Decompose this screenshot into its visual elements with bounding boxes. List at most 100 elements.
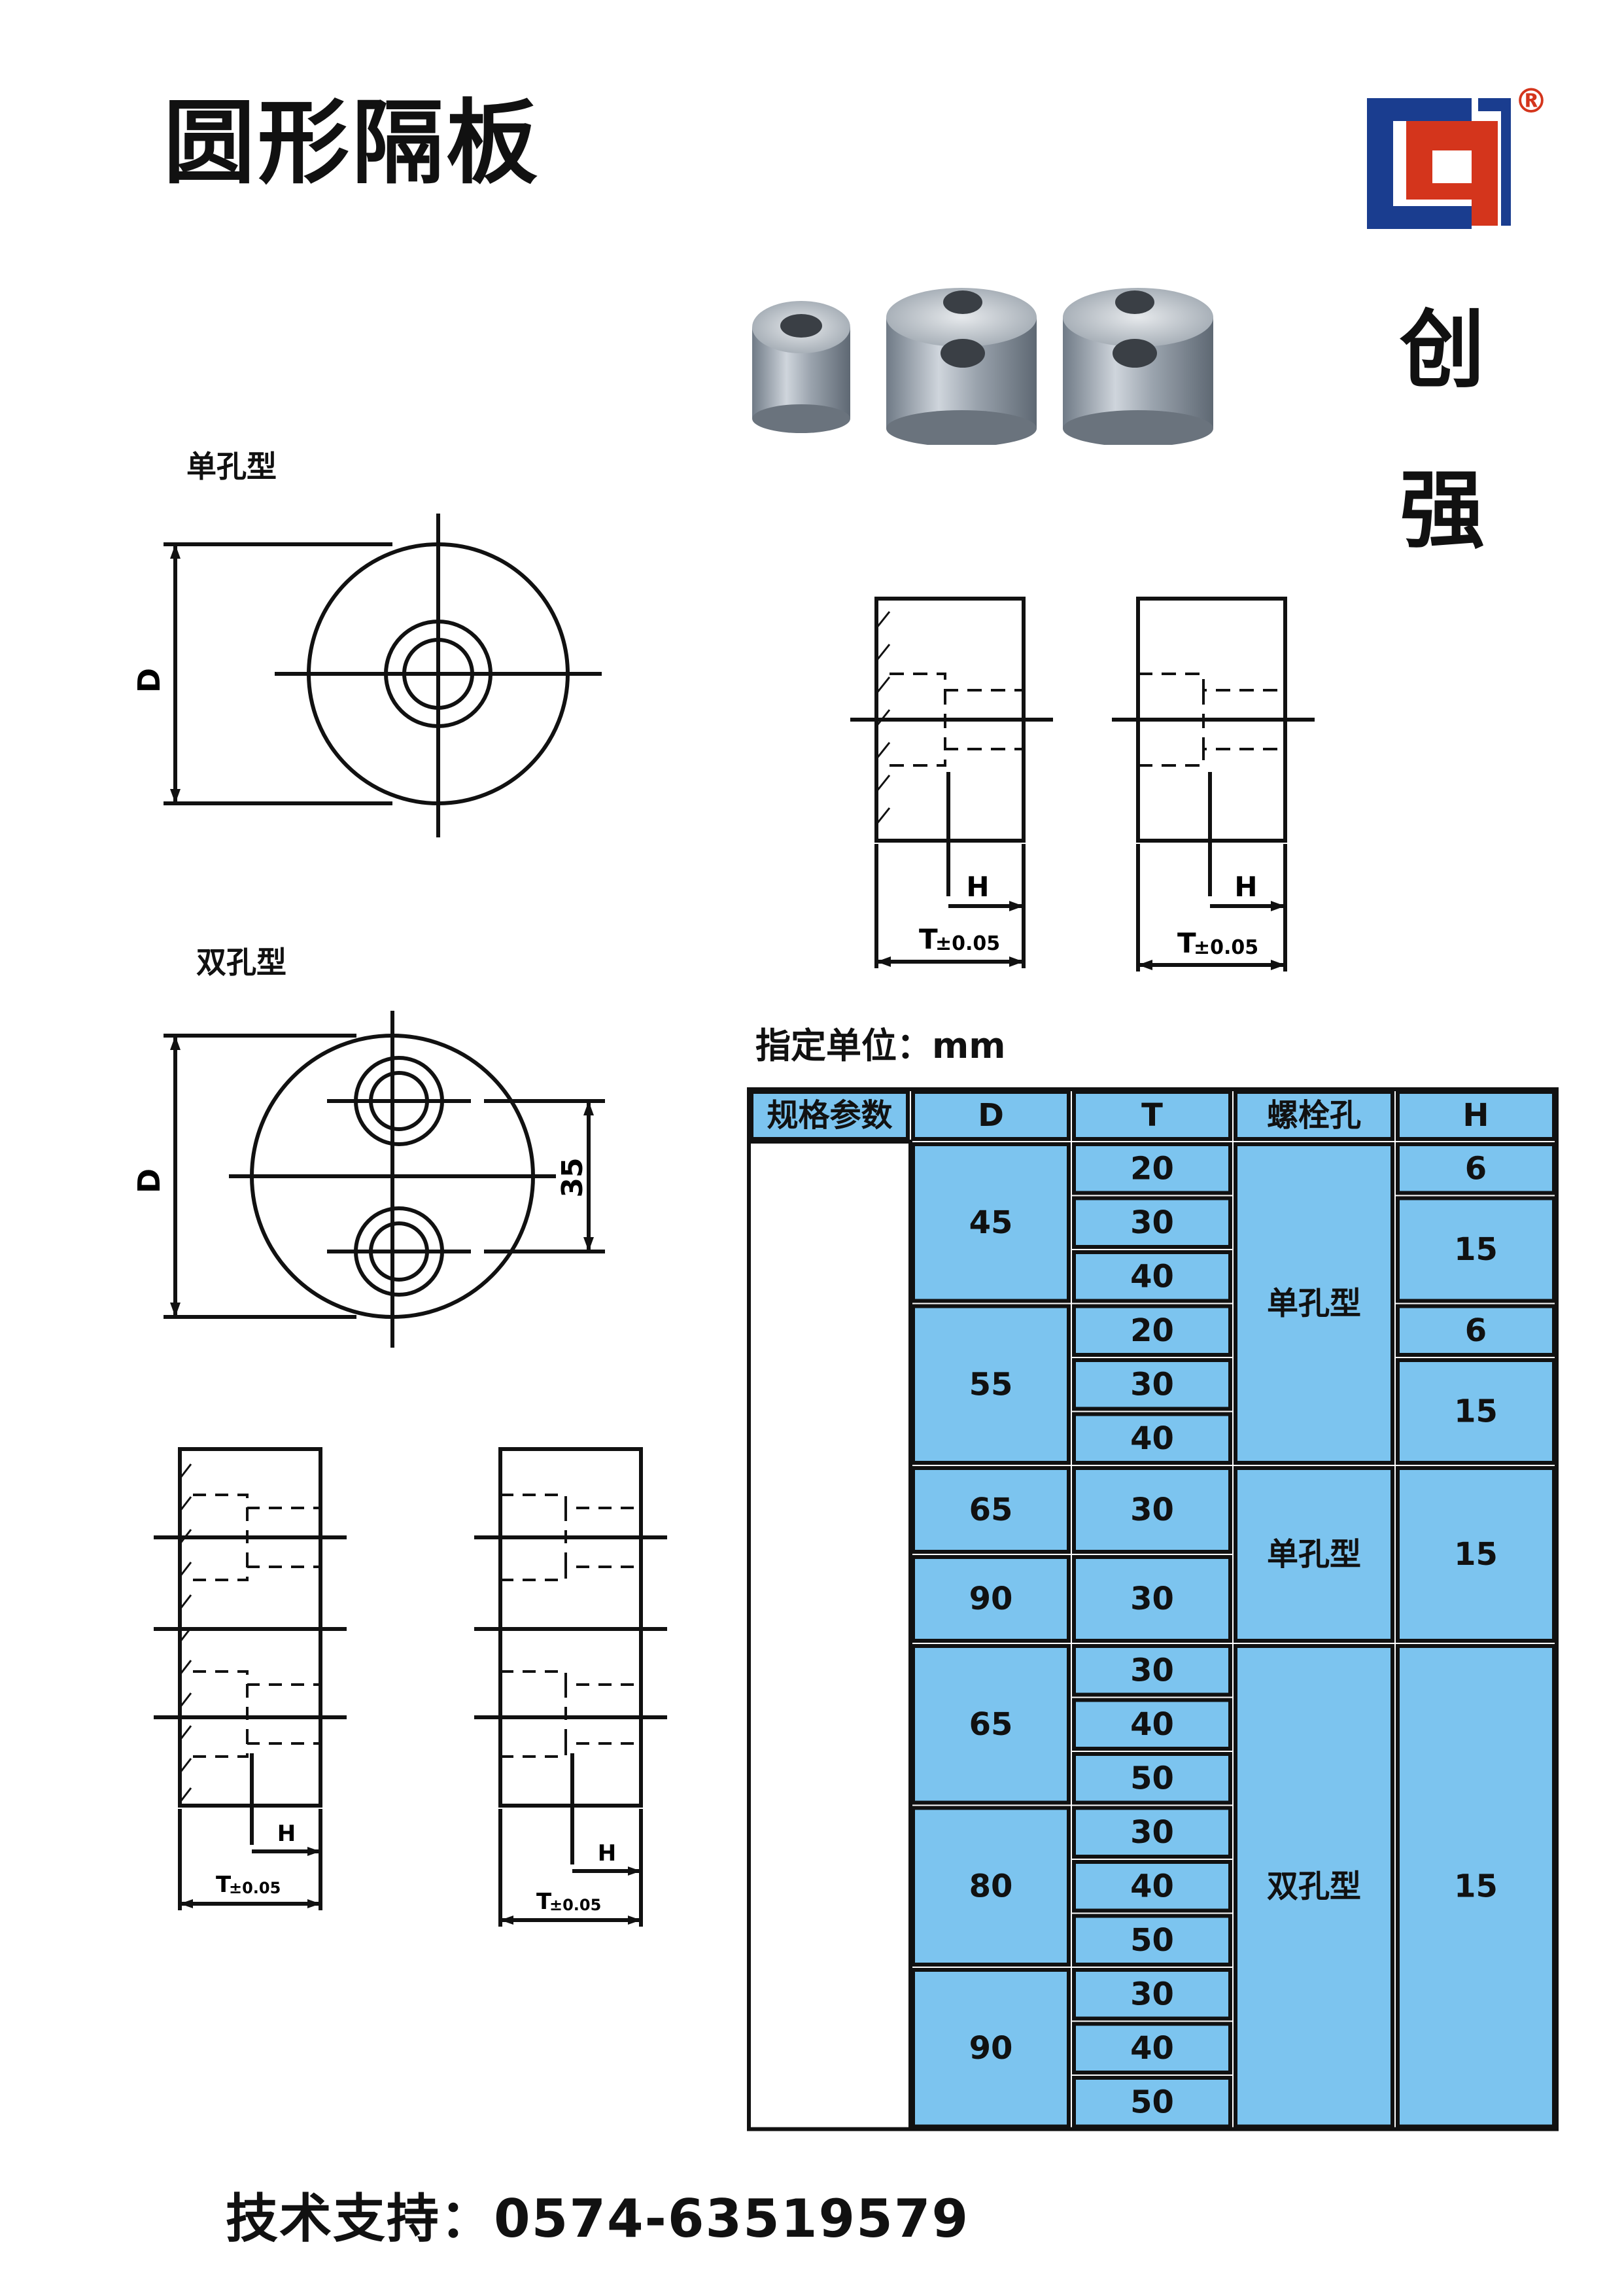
- table-header-text: 规格参数: [767, 1097, 892, 1134]
- table-cell-T-text: 50: [1130, 2084, 1174, 2120]
- table-cell-T-text: 30: [1130, 1204, 1174, 1241]
- dim-H-label-3: H: [277, 1821, 296, 1847]
- dim-T-label: T: [919, 923, 938, 955]
- table-cell-H: [1396, 1466, 1556, 1643]
- table-cell-T-text: 20: [1130, 1312, 1174, 1349]
- table-cell-D: [911, 1304, 1071, 1465]
- product-photo: [739, 288, 1236, 447]
- table-cell-T: [1072, 2022, 1232, 2074]
- table-cell-T-text: 40: [1130, 1420, 1174, 1457]
- table-cell-D: [911, 1644, 1071, 1805]
- table-cell-H-text: 15: [1454, 1231, 1498, 1268]
- table-cell-T: [1072, 1806, 1232, 1859]
- table-header-text: D: [978, 1097, 1004, 1134]
- table-cell-T: [1072, 1250, 1232, 1303]
- table-cell-D: [911, 1968, 1071, 2129]
- table-cell-T: [1072, 1860, 1232, 1913]
- table-header-cell: [911, 1090, 1071, 1141]
- dim-T-tol: ±0.05: [935, 932, 1000, 955]
- dim-T-tol-3: ±0.05: [229, 1879, 281, 1897]
- table-cell-T: [1072, 1752, 1232, 1805]
- table-header-text: 螺栓孔: [1267, 1097, 1361, 1134]
- table-cell-D-text: 65: [969, 1706, 1013, 1743]
- table-cell-H: [1396, 1196, 1556, 1303]
- table-cell-D: [911, 1555, 1071, 1643]
- table-cell-hole-text: 双孔型: [1267, 1868, 1361, 1904]
- brand-char-1: 创: [1400, 300, 1485, 400]
- table-cell-T: [1072, 1196, 1232, 1249]
- table-cell-D-text: 90: [969, 1581, 1013, 1617]
- table-cell-T: [1072, 1698, 1232, 1751]
- table-cell-T-text: 40: [1130, 1868, 1174, 1904]
- footer-contact: 技术支持：0574-63519579: [226, 2188, 970, 2249]
- brand-logo: [1360, 85, 1557, 242]
- table-cell-hole: [1234, 1466, 1394, 1643]
- table-cell-T-text: 30: [1130, 1366, 1174, 1403]
- table-header-cell: [1234, 1090, 1394, 1141]
- single-hole-label: 单孔型: [186, 449, 277, 484]
- table-cell-H-text: 6: [1465, 1312, 1487, 1349]
- table-header-text: H: [1462, 1097, 1489, 1134]
- double-hole-side-views: H T ±0.05 H T ±0.05: [144, 1439, 706, 1936]
- unit-label: 指定单位：mm: [755, 1025, 1006, 1066]
- table-cell-T: [1072, 1304, 1232, 1357]
- dim-H-label-2: H: [1234, 871, 1257, 903]
- table-cell-D-text: 55: [969, 1366, 1013, 1403]
- single-hole-side-views: H T ±0.05 H T ±0.05: [837, 589, 1334, 994]
- table-cell-T: [1072, 1466, 1232, 1554]
- table-cell-hole: [1234, 1142, 1394, 1465]
- table-header-cell: [1072, 1090, 1232, 1141]
- brand-char-2: 强: [1400, 461, 1485, 560]
- single-hole-top-view: D: [131, 504, 628, 857]
- dim-H-label: H: [966, 871, 989, 903]
- table-cell-D-text: 80: [969, 1868, 1013, 1904]
- table-cell-T-text: 30: [1130, 1976, 1174, 2012]
- table-cell-T-text: 30: [1130, 1814, 1174, 1851]
- table-cell-T: [1072, 1644, 1232, 1697]
- table-cell-D-text: 90: [969, 2030, 1013, 2067]
- table-cell-T: [1072, 1358, 1232, 1411]
- table-cell-T-text: 40: [1130, 1706, 1174, 1743]
- table-cell-H-text: 15: [1454, 1536, 1498, 1573]
- dim-T-tol-2: ±0.05: [1194, 936, 1258, 959]
- table-cell-T-text: 50: [1130, 1760, 1174, 1796]
- table-cell-T: [1072, 2076, 1232, 2129]
- table-cell-T-text: 40: [1130, 2030, 1174, 2067]
- dim-H-label-4: H: [598, 1840, 616, 1866]
- table-cell-T-text: 30: [1130, 1652, 1174, 1689]
- dim-T-label-3: T: [216, 1872, 232, 1898]
- table-cell-H-text: 15: [1454, 1868, 1498, 1904]
- table-cell-hole-text: 单孔型: [1267, 1536, 1361, 1573]
- dim-T-tol-4: ±0.05: [549, 1896, 601, 1914]
- dim-D-label: D: [131, 668, 167, 693]
- table-cell-T-text: 30: [1130, 1492, 1174, 1528]
- table-cell-T-text: 20: [1130, 1150, 1174, 1187]
- dim-T-label-2: T: [1177, 927, 1196, 959]
- table-cell-D: [911, 1142, 1071, 1303]
- table-cell-T-text: 30: [1130, 1581, 1174, 1617]
- table-cell-hole: [1234, 1644, 1394, 2129]
- table-cell-T: [1072, 1412, 1232, 1465]
- table-cell-H: [1396, 1304, 1556, 1357]
- dim-35-label: 35: [556, 1157, 589, 1197]
- table-cell-H: [1396, 1142, 1556, 1195]
- table-cell-T: [1072, 1914, 1232, 1967]
- table-cell-H: [1396, 1644, 1556, 2129]
- double-hole-top-view: D 35: [131, 1001, 654, 1354]
- table-cell-D-text: 45: [969, 1204, 1013, 1241]
- table-cell-D-text: 65: [969, 1492, 1013, 1528]
- table-cell-D: [911, 1466, 1071, 1554]
- table-cell-T: [1072, 1555, 1232, 1643]
- table-cell-T-text: 40: [1130, 1258, 1174, 1295]
- table-cell-H-text: 6: [1465, 1150, 1487, 1187]
- table-cell-hole-text: 单孔型: [1267, 1286, 1361, 1322]
- registered-mark: ®: [1514, 82, 1548, 121]
- table-cell-T: [1072, 1968, 1232, 2021]
- table-cell-T: [1072, 1142, 1232, 1195]
- dim-T-label-4: T: [536, 1889, 552, 1915]
- page-title: 圆形隔板: [164, 90, 541, 197]
- table-cell-D: [911, 1806, 1071, 1967]
- table-cell-H: [1396, 1358, 1556, 1465]
- dim-D-label-double: D: [131, 1168, 167, 1193]
